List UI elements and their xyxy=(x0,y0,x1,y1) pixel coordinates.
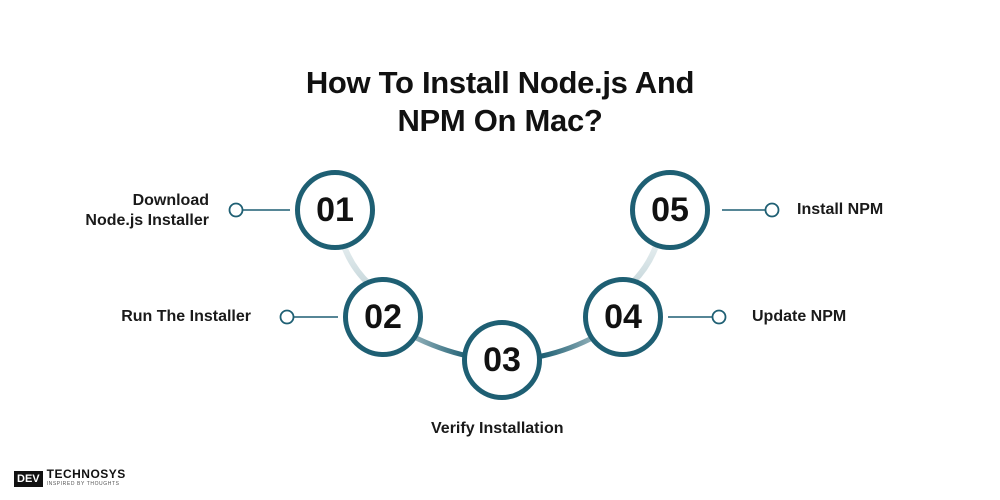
step-label-02: Run The Installer xyxy=(121,308,251,325)
step-label-05: Install NPM xyxy=(797,201,884,218)
connector-dot-02 xyxy=(279,309,295,325)
brand-tagline: INSPIRED BY THOUGHTS xyxy=(46,481,120,487)
diagram-title: How To Install Node.js And NPM On Mac? xyxy=(200,64,800,140)
step-node-01: 01 xyxy=(295,170,375,250)
connector-dot-04 xyxy=(711,309,727,325)
brand-logo: DEV TECHNOSYS INSPIRED BY THOUGHTS xyxy=(14,467,126,489)
arc-01-02 xyxy=(341,243,373,288)
step-label-01: Download Node.js Installer xyxy=(85,191,209,231)
connector-dot-01 xyxy=(228,202,244,218)
step-node-02: 02 xyxy=(343,277,423,357)
step-label-01-line-2: Node.js Installer xyxy=(85,212,209,229)
arc-02-03 xyxy=(407,332,471,359)
brand-mark: DEV xyxy=(14,471,43,487)
step-number-01: 01 xyxy=(316,190,354,229)
title-line-1: How To Install Node.js And xyxy=(305,65,695,100)
step-number-02: 02 xyxy=(364,297,402,336)
step-number-03: 03 xyxy=(483,340,521,379)
brand-text: TECHNOSYS INSPIRED BY THOUGHTS xyxy=(46,467,126,489)
step-number-04: 04 xyxy=(604,297,642,336)
title-line-2: NPM On Mac? xyxy=(397,103,603,138)
step-node-04: 04 xyxy=(583,277,663,357)
step-node-03: 03 xyxy=(462,320,542,400)
step-number-05: 05 xyxy=(651,190,689,229)
connector-dot-05 xyxy=(764,202,780,218)
brand-name: TECHNOSYS xyxy=(46,467,126,481)
step-label-03: Verify Installation xyxy=(431,420,564,437)
step-node-05: 05 xyxy=(630,170,710,250)
step-label-04: Update NPM xyxy=(752,308,847,325)
step-label-01-line-1: Download xyxy=(132,192,209,209)
